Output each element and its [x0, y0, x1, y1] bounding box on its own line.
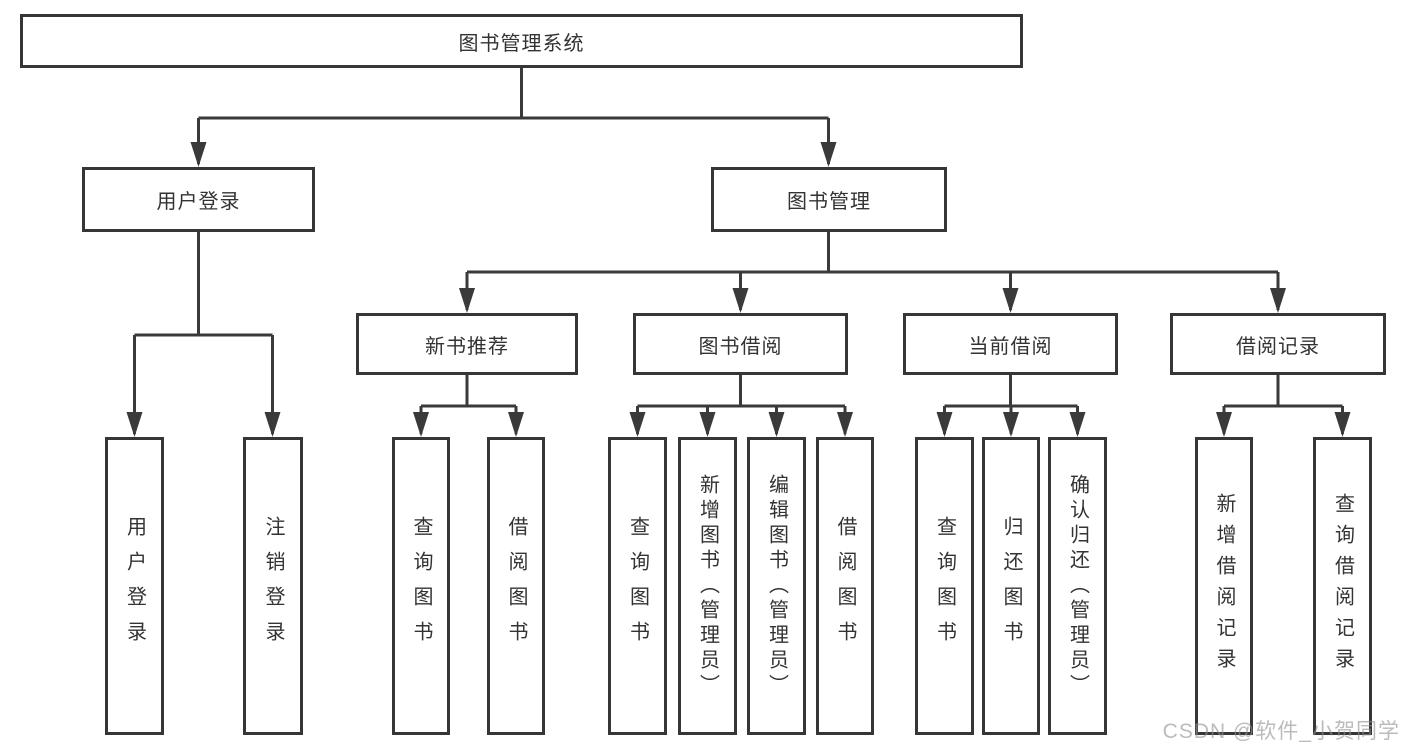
node-new-book-recommend-label: 新书推荐	[425, 335, 509, 358]
leaf-current-query-books-label: 查询图书	[933, 516, 956, 656]
leaf-current-return-books-label: 归还图书	[1000, 516, 1022, 656]
leaf-borrow-query-books-label: 查询图书	[626, 516, 649, 656]
leaf-records-add-record-label: 新增借阅记录	[1213, 493, 1235, 679]
leaf-borrow-add-books-admin: 新增图书（管理员）	[678, 437, 737, 735]
leaf-borrow-borrow-books: 借阅图书	[816, 437, 874, 735]
node-book-borrow-label: 图书借阅	[698, 335, 783, 358]
leaf-user-login-label: 用户登录	[123, 516, 146, 656]
leaf-borrow-add-books-admin-label: 新增图书（管理员）	[696, 473, 719, 699]
node-borrow-records-label: 借阅记录	[1236, 335, 1320, 358]
leaf-recommend-borrow-books: 借阅图书	[487, 437, 545, 735]
node-book-borrow: 图书借阅	[633, 313, 848, 375]
leaf-current-confirm-return-admin: 确认归还（管理员）	[1048, 437, 1107, 735]
leaf-borrow-edit-books-admin-label: 编辑图书（管理员）	[765, 473, 788, 699]
leaf-current-confirm-return-admin-label: 确认归还（管理员）	[1066, 473, 1089, 699]
node-user-login: 用户登录	[82, 167, 315, 232]
arrowheads	[126, 142, 1351, 437]
node-book-management: 图书管理	[711, 167, 947, 232]
node-current-borrow-label: 当前借阅	[968, 335, 1053, 358]
leaf-logout: 注销登录	[243, 437, 303, 735]
node-library-system: 图书管理系统	[20, 14, 1023, 68]
leaf-current-query-books: 查询图书	[915, 437, 974, 735]
leaf-borrow-edit-books-admin: 编辑图书（管理员）	[747, 437, 806, 735]
leaf-user-login: 用户登录	[105, 437, 164, 735]
leaf-borrow-query-books: 查询图书	[608, 437, 667, 735]
node-new-book-recommend: 新书推荐	[356, 313, 578, 375]
node-current-borrow: 当前借阅	[903, 313, 1118, 375]
node-book-management-label: 图书管理	[787, 191, 871, 213]
leaf-records-query-record-label: 查询借阅记录	[1331, 493, 1354, 679]
leaf-logout-label: 注销登录	[262, 516, 284, 656]
node-user-login-label: 用户登录	[156, 191, 241, 213]
leaf-records-add-record: 新增借阅记录	[1195, 437, 1253, 735]
leaf-recommend-query-books-label: 查询图书	[410, 516, 432, 656]
leaf-records-query-record: 查询借阅记录	[1313, 437, 1372, 735]
csdn-watermark: CSDN @软件_小贺同学	[1162, 720, 1400, 743]
leaf-borrow-borrow-books-label: 借阅图书	[834, 516, 856, 656]
node-library-system-label: 图书管理系统	[458, 32, 585, 55]
leaf-current-return-books: 归还图书	[982, 437, 1040, 735]
leaf-recommend-borrow-books-label: 借阅图书	[505, 516, 527, 656]
leaf-recommend-query-books: 查询图书	[392, 437, 450, 735]
node-borrow-records: 借阅记录	[1170, 313, 1386, 375]
